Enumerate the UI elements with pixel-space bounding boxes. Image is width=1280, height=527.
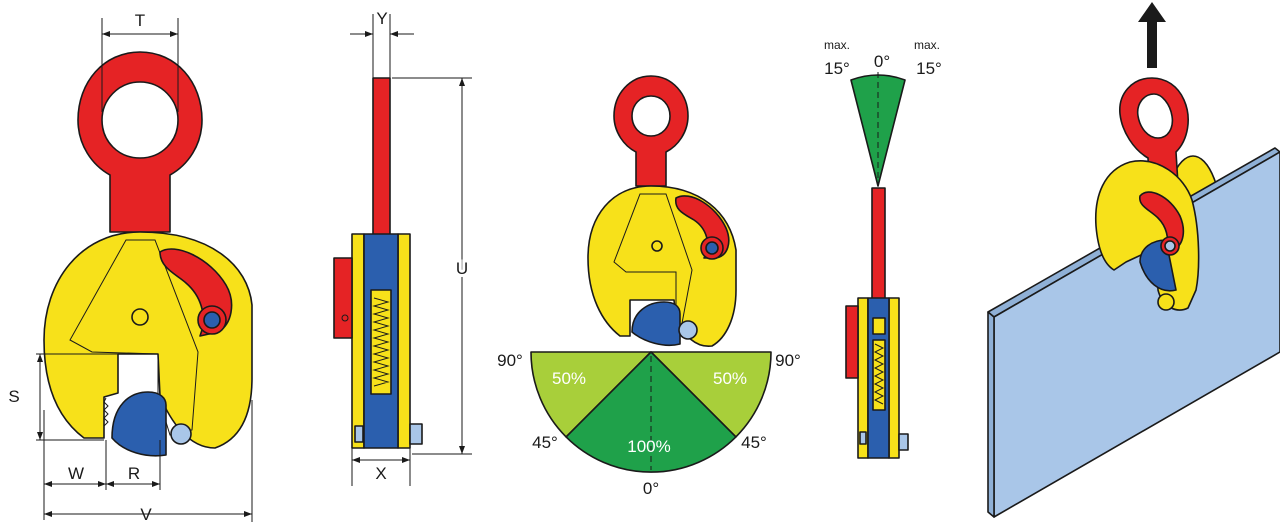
dimension-U: U [456, 259, 468, 278]
dimension-T: T [135, 11, 145, 30]
jaw-pin [170, 423, 192, 445]
sector-right-50 [650, 351, 772, 438]
tilt-center-deg: 0° [874, 52, 890, 71]
label-left-90: 90° [497, 351, 523, 370]
label-left-45: 45° [532, 433, 558, 452]
jaw-segment [111, 391, 167, 457]
tilt-angle-figure: max. 15° 0° max. 15° [824, 38, 942, 459]
side-view-clamp: Y U X [333, 9, 472, 486]
dimension-Y: Y [376, 9, 387, 28]
side-lever [333, 257, 353, 339]
side-spring-housing [370, 289, 392, 395]
label-right-90: 90° [775, 351, 801, 370]
sector-center-100 [565, 351, 737, 473]
label-bottom-0: 0° [643, 479, 659, 498]
sector-center-label: 100% [627, 437, 670, 456]
side-plate-right [397, 233, 411, 449]
dimension-X: X [375, 464, 386, 483]
dimension-S: S [8, 387, 19, 406]
clamp-on-plate-figure [987, 2, 1280, 518]
tilt-left-deg: 15° [824, 59, 850, 78]
side-bolt-left [354, 425, 364, 443]
tilt-cone [850, 74, 906, 187]
lifting-eye [77, 51, 203, 233]
jaw-teeth [103, 397, 109, 427]
lifting-direction-arrow-icon [1138, 2, 1166, 68]
side-lifting-eye [372, 77, 391, 259]
steel-plate-side-edge [987, 311, 995, 518]
small-jaw [631, 301, 681, 347]
body-pin [131, 308, 149, 326]
sector-right-label: 50% [713, 369, 747, 388]
tilt-left-max: max. [824, 38, 850, 52]
load-angle-figure: 90° 90° 45° 45° 0° 50% 50% 100% [497, 75, 801, 498]
small-lifting-eye [613, 75, 689, 187]
tilt-right-max: max. [914, 38, 940, 52]
tilt-side-eye [871, 187, 886, 305]
tilt-right-deg: 15° [916, 59, 942, 78]
label-right-45: 45° [741, 433, 767, 452]
dimension-R: R [128, 464, 140, 483]
front-view-clamp: T S W R V [8, 11, 253, 524]
sector-left-label: 50% [552, 369, 586, 388]
sector-left-50 [530, 351, 652, 438]
side-plate-left [351, 233, 365, 449]
lever-pivot [203, 311, 221, 329]
dimension-W: W [68, 464, 84, 483]
dimension-V: V [140, 505, 152, 524]
side-spring [372, 297, 390, 387]
side-bolt-right [409, 423, 423, 445]
